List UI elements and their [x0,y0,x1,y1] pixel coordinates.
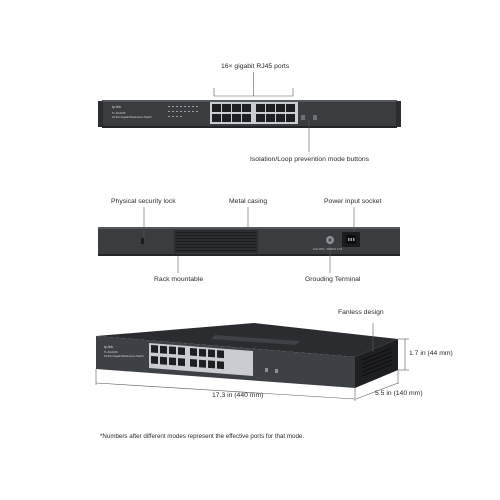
power-socket-label: Power input socket [324,198,382,205]
ports-label: 16× gigabit RJ45 ports [221,63,290,70]
footnote: *Numbers after different modes represent… [100,433,305,440]
rack-mountable-label: Rack mountable [154,276,204,283]
front-rack-ear-right [396,101,401,127]
dimension-lines [95,323,409,401]
fanless-design-label: Fanless design [338,309,384,316]
angled-switch [96,323,398,388]
rear-power-rating: 100-240V~ 50/60Hz 0.3A [313,248,343,251]
mode-buttons-label: Isolation/Loop prevention mode buttons [250,156,370,163]
grounding-terminal-label: Grouding Terminal [305,276,361,283]
front-rack-ear-left [98,101,103,127]
front-switch [98,100,401,128]
front-model-caption: 16-Port Gigabit Rackmount Switch [112,116,152,119]
security-lock-label: Physical security lock [111,198,176,205]
front-mode-buttons [301,115,317,120]
height-dimension-label: 1.7 in (44 mm) [409,350,453,357]
front-rj45-ports [212,104,295,122]
rear-security-lock [141,238,144,244]
angled-model-caption: 16-Port Gigabit Rackmount Switch [104,355,144,358]
front-leader-lines [213,72,310,152]
front-brand-logo: tp-link [112,105,122,109]
front-model-text: TL-SG1016 [112,112,126,115]
angled-brand-logo: tp-link [104,345,114,349]
rear-leader-lines [143,207,355,273]
angled-model-text: TL-SG1016 [104,351,118,354]
depth-dimension-label: 5.5 in (140 mm) [375,390,423,397]
width-dimension-label: 17.3 in (440 mm) [212,392,264,399]
rear-switch [98,227,400,256]
angled-rj45-ports [151,345,224,370]
angled-side [355,339,398,388]
metal-casing-label: Metal casing [229,198,268,205]
front-led-panel [168,106,198,117]
